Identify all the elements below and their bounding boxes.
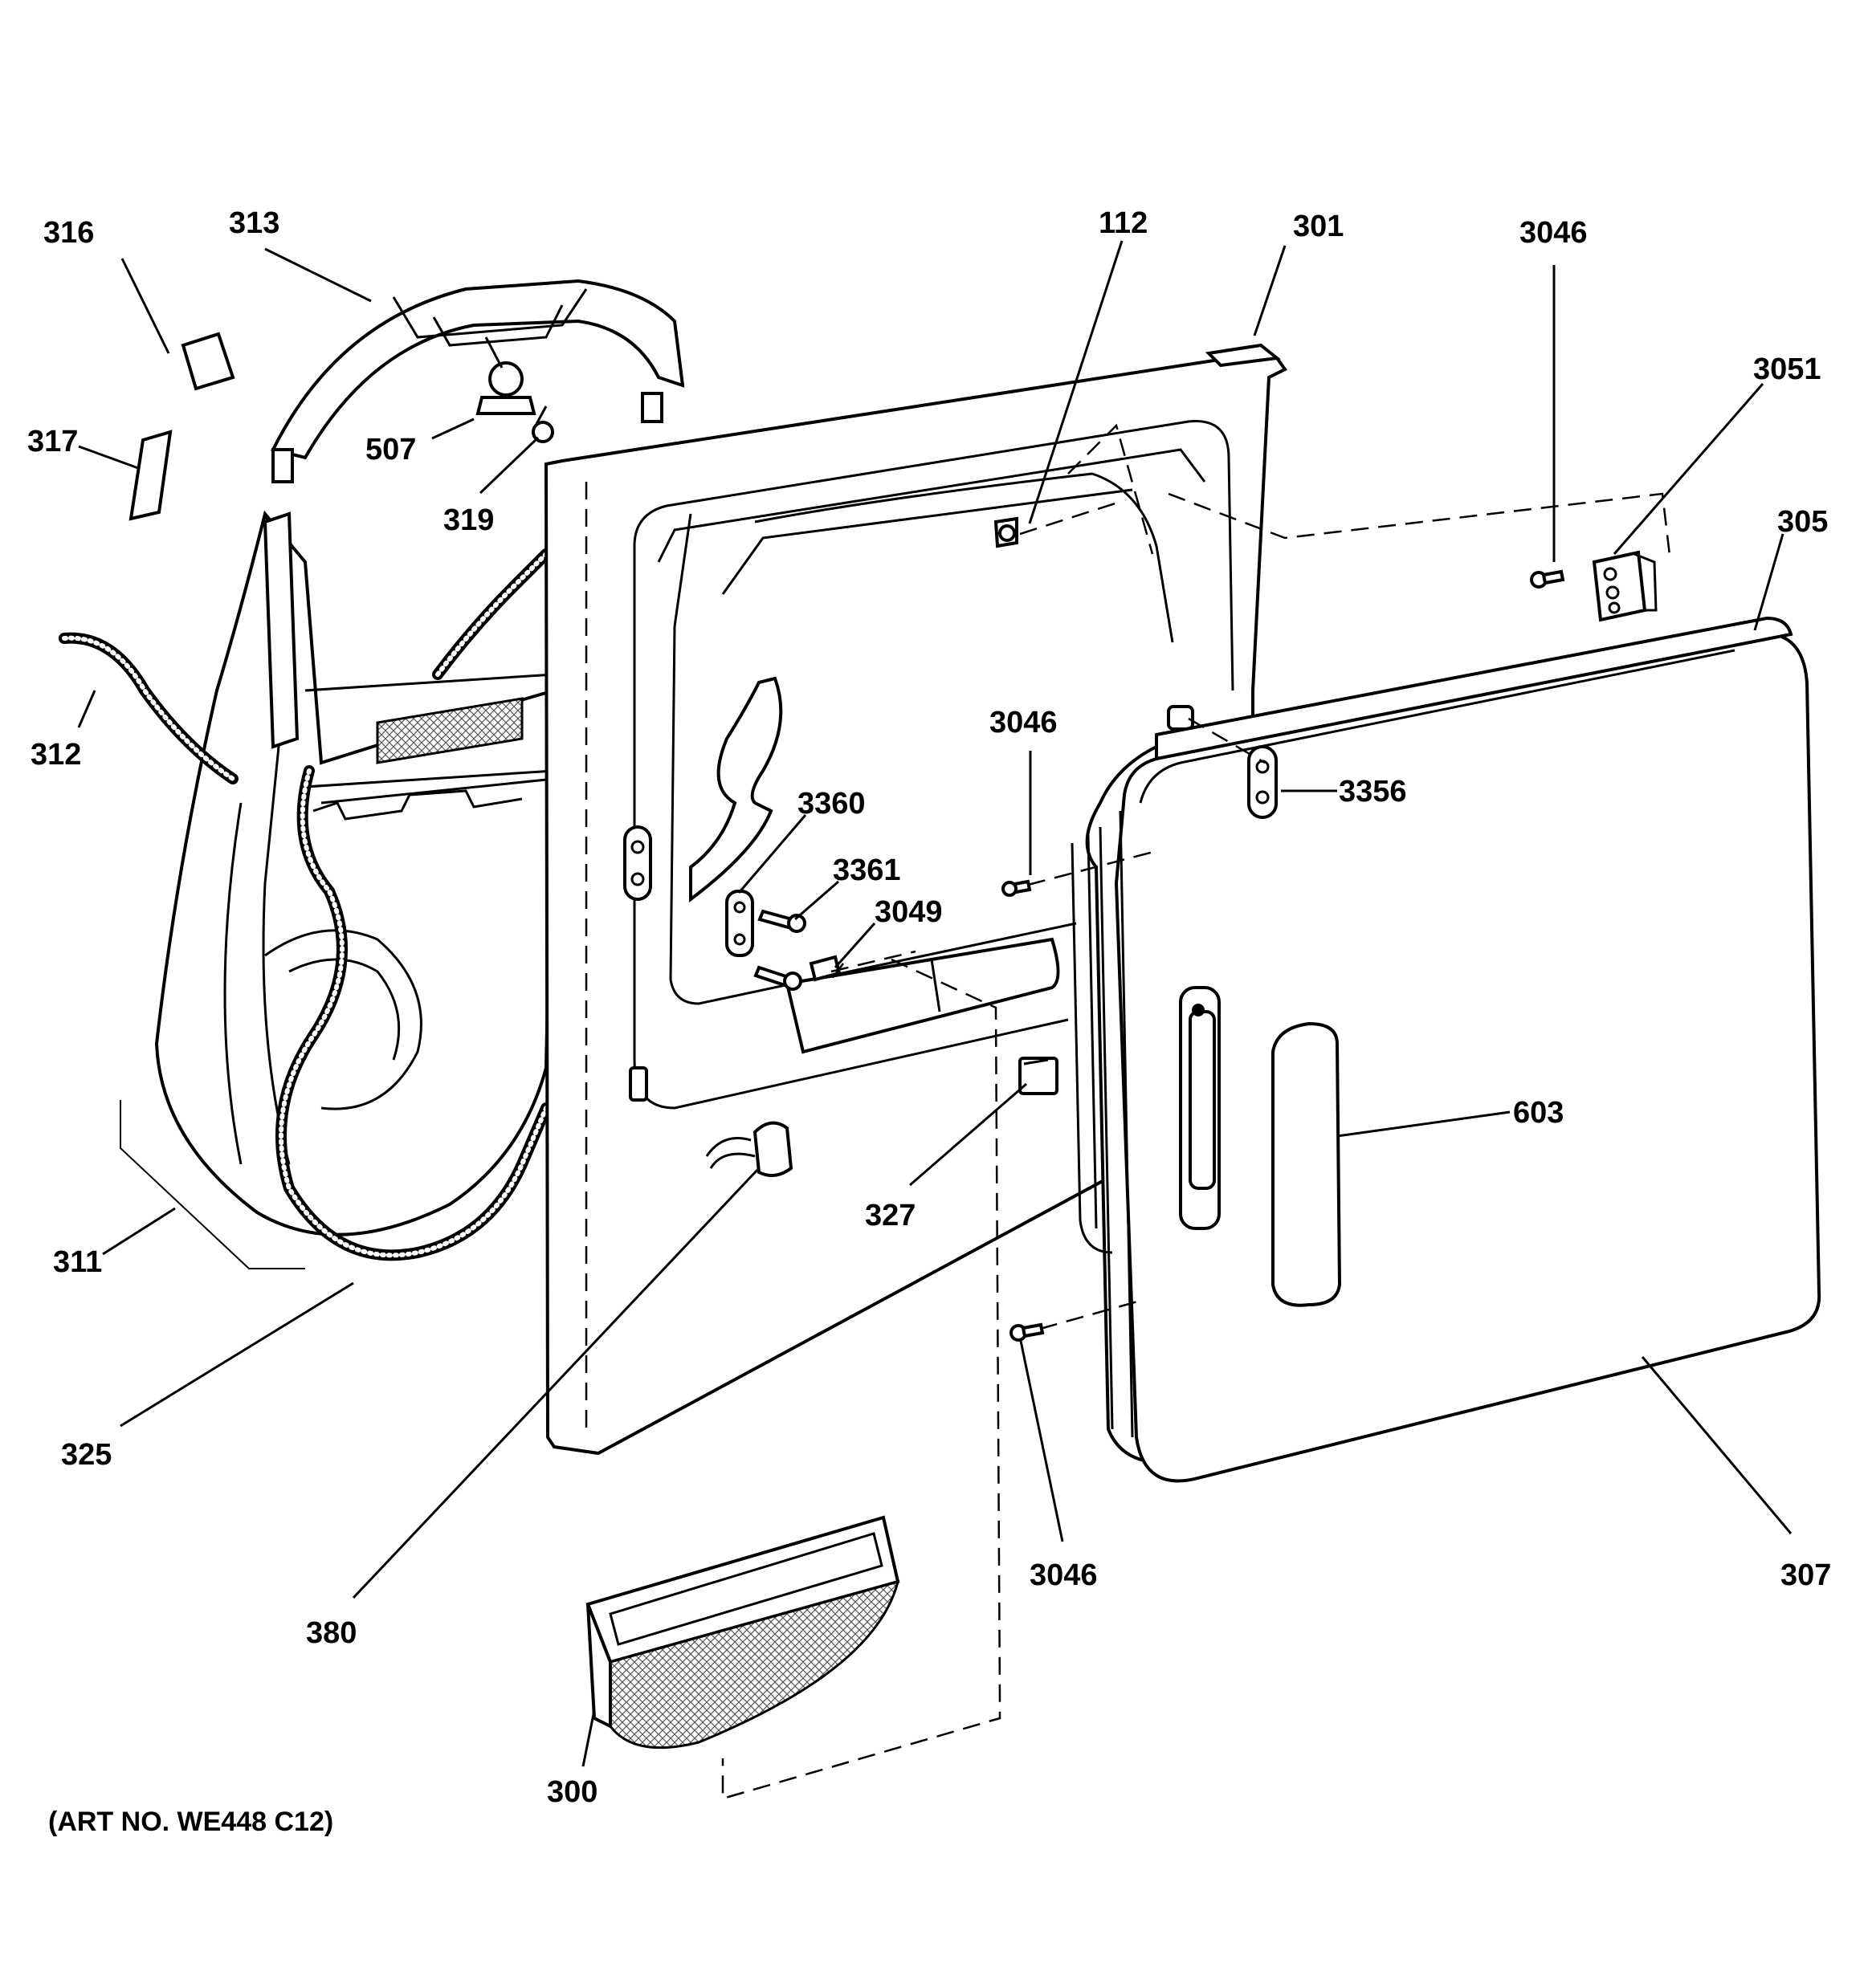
art-number: (ART NO. WE448 C12) xyxy=(48,1807,333,1837)
screw-3046-bottom xyxy=(1009,1322,1045,1342)
screw-3046-mid xyxy=(1001,879,1032,897)
screw-3046-top xyxy=(1530,569,1565,589)
callout-3051: 3051 xyxy=(1753,352,1821,386)
callout-319: 319 xyxy=(443,503,494,537)
callout-305: 305 xyxy=(1777,505,1828,539)
switch-327 xyxy=(1018,1057,1058,1095)
door-305 xyxy=(1071,550,1821,1483)
clip-3049 xyxy=(809,955,842,982)
callout-3046-bottom: 3046 xyxy=(1030,1558,1098,1592)
callout-3049: 3049 xyxy=(875,895,943,929)
leader-lines xyxy=(77,240,1793,1767)
thermostat-507 xyxy=(475,336,536,415)
callout-312: 312 xyxy=(31,738,81,772)
callout-325: 325 xyxy=(61,1438,112,1472)
drum-front-bulkhead xyxy=(59,279,685,1269)
callout-301: 301 xyxy=(1293,210,1344,243)
callout-300: 300 xyxy=(547,1775,598,1809)
callout-3356: 3356 xyxy=(1339,775,1407,809)
callout-112: 112 xyxy=(1099,206,1148,240)
lint-filter-300 xyxy=(585,1515,900,1750)
callout-307: 307 xyxy=(1780,1558,1831,1592)
callout-380: 380 xyxy=(306,1616,357,1650)
plug-112 xyxy=(993,516,1018,548)
screw-3361-upper xyxy=(757,909,806,933)
pad-317 xyxy=(128,430,173,521)
callout-3360: 3360 xyxy=(797,787,866,821)
callout-313: 313 xyxy=(229,206,279,240)
pad-316 xyxy=(181,332,235,391)
assembly-guides xyxy=(721,423,1672,1800)
callout-316: 316 xyxy=(43,216,94,250)
callout-3361: 3361 xyxy=(833,853,901,887)
callout-603: 603 xyxy=(1513,1096,1564,1130)
screw-319 xyxy=(532,405,554,443)
callout-311: 311 xyxy=(53,1245,102,1279)
callout-3046-top: 3046 xyxy=(1519,216,1588,250)
lamp-380 xyxy=(705,1121,793,1177)
callout-317: 317 xyxy=(27,425,78,458)
screw-3361-lower xyxy=(753,965,802,991)
callout-3046-mid: 3046 xyxy=(989,706,1058,739)
plate-3360 xyxy=(725,890,754,957)
callout-327: 327 xyxy=(865,1199,916,1232)
front-panel-301 xyxy=(544,343,1287,1456)
callout-507: 507 xyxy=(365,433,416,466)
callout-labels: 316 313 317 507 319 312 311 325 380 300 … xyxy=(27,206,1831,1809)
